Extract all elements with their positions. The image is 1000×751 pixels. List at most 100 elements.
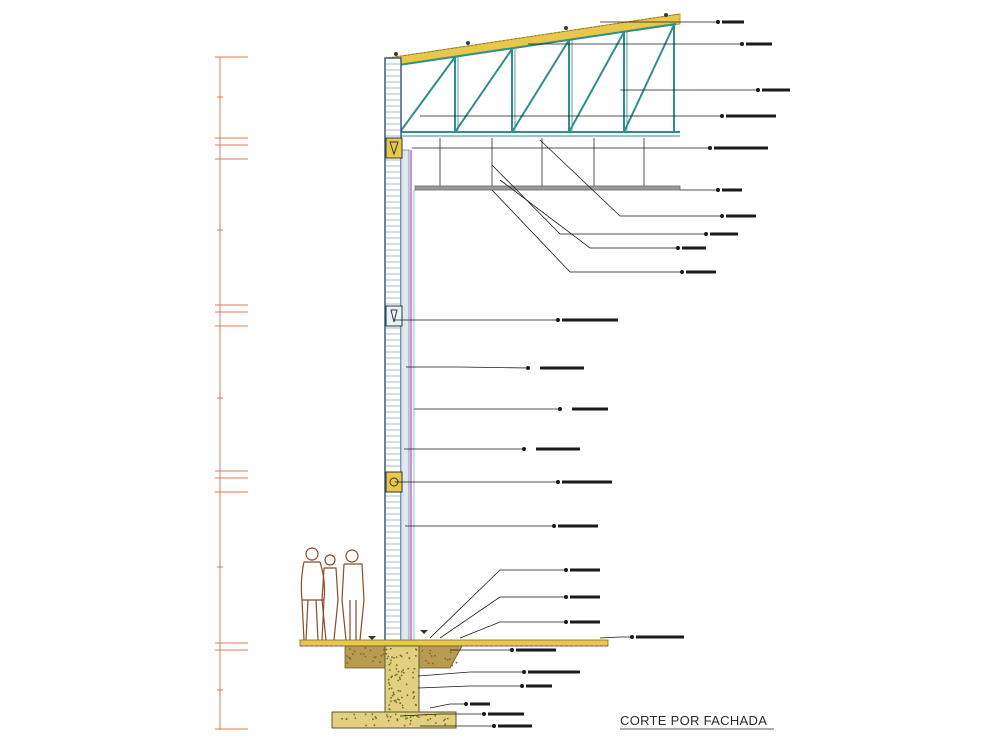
leader-end-dot [708, 146, 712, 150]
annotation-tag [488, 712, 524, 716]
footing-aggregate-dot [399, 690, 402, 692]
leader-end-dot [756, 88, 760, 92]
footing-aggregate-dot [373, 656, 376, 659]
footing-aggregate-dot [398, 699, 400, 701]
leader-end-dot [522, 447, 526, 451]
footing-aggregate-dot [387, 678, 390, 681]
footing-aggregate-dot [389, 715, 392, 718]
footing-aggregate-dot [415, 648, 417, 650]
footing-aggregate-dot [402, 671, 405, 674]
leader-end-dot [522, 670, 526, 674]
leader-end-dot [564, 595, 568, 599]
footing-aggregate-dot [409, 723, 412, 725]
footing-aggregate-dot [412, 691, 415, 693]
leader-end-dot [704, 232, 708, 236]
footing-aggregate-dot [353, 713, 356, 716]
footing-aggregate-dot [414, 703, 417, 706]
footing-aggregate-dot [397, 689, 400, 692]
annotation-leaders [395, 21, 758, 727]
leader-end-dot [510, 648, 514, 652]
footing-aggregate-dot [388, 669, 391, 671]
footing-aggregate-dot [379, 661, 382, 664]
footing-aggregate-dot [362, 653, 365, 655]
annotation-tag [562, 318, 618, 322]
footing-aggregate-dot [387, 655, 390, 658]
footing-aggregate-dot [374, 656, 377, 658]
footing-aggregate-dot [409, 719, 412, 722]
annotation-tag [682, 246, 706, 250]
footing-aggregate-dot [399, 702, 402, 705]
footing-aggregate-dot [412, 697, 415, 700]
footing-aggregate-dot [388, 682, 390, 684]
annotation-tag [572, 407, 608, 411]
footing-aggregate-dot [451, 664, 454, 667]
footing-aggregate-dot [408, 657, 411, 660]
footing-aggregate-dot [386, 657, 389, 660]
leader-end-dot [556, 480, 560, 484]
annotation-tag [710, 232, 738, 236]
footing-aggregate-dot [364, 713, 367, 716]
footing-aggregate-dot [351, 653, 354, 656]
footing-aggregate-dot [369, 649, 372, 652]
annotation-tag [726, 114, 776, 118]
footing-aggregate-dot [394, 713, 397, 716]
leader-end-dot [552, 524, 556, 528]
foundation [331, 645, 463, 729]
leader-end-dot [676, 246, 680, 250]
footing-aggregate-dot [395, 656, 398, 658]
annotation-tag [570, 595, 600, 599]
footing-aggregate-dot [346, 662, 349, 664]
footing-aggregate-dot [388, 684, 391, 686]
footing-aggregate-dot [388, 708, 391, 710]
footing-aggregate-dot [427, 719, 429, 721]
leader-line [417, 671, 524, 677]
leader-end-dot [482, 712, 486, 716]
footing-aggregate-dot [455, 661, 458, 664]
leader-end-dot [556, 318, 560, 322]
leader-end-dot [716, 20, 720, 24]
annotation-tag [536, 447, 580, 451]
leader-end-dot [564, 620, 568, 624]
footing-aggregate-dot [364, 647, 367, 649]
leader-line [406, 366, 529, 369]
footing-aggregate-dot [371, 713, 374, 716]
footing-aggregate-dot [421, 649, 424, 652]
footing-aggregate-dot [394, 674, 397, 677]
annotation-tag [722, 20, 744, 24]
footing-aggregate-dot [444, 723, 447, 726]
footing-aggregate-dot [446, 659, 449, 661]
footing-aggregate-dot [412, 671, 414, 674]
leader-line [439, 596, 566, 639]
footing-aggregate-dot [412, 676, 414, 679]
footing-aggregate-dot [353, 650, 356, 653]
leader-line [539, 139, 722, 217]
drawing-title-text: CORTE POR FACHADA [620, 713, 767, 728]
footing-aggregate-dot [389, 662, 392, 664]
annotation-tag [726, 214, 756, 218]
annotation-tag [562, 480, 612, 484]
footing-aggregate-dot [400, 674, 403, 677]
footing-aggregate-dot [398, 676, 401, 679]
leader-end-dot [740, 42, 744, 46]
annotation-tag [636, 635, 684, 639]
leader-end-dot [558, 407, 562, 411]
bond-beam-top [385, 137, 403, 159]
footing-aggregate-dot [416, 715, 419, 718]
footing-aggregate-dot [449, 658, 451, 660]
footing-aggregate-dot [388, 663, 391, 666]
footing-aggregate-dot [425, 659, 428, 662]
footing-aggregate-dot [401, 704, 404, 707]
footing-aggregate-dot [401, 696, 403, 699]
footing-aggregate-dot [400, 671, 403, 673]
footing-aggregate-dot [365, 724, 367, 727]
annotation-tag [722, 188, 742, 192]
footing-aggregate-dot [390, 659, 392, 662]
annotation-tags [470, 20, 790, 728]
footing-aggregate-dot [429, 718, 432, 720]
footing-aggregate-dot [392, 691, 395, 694]
annotation-tag [746, 42, 772, 46]
false-ceiling [414, 185, 681, 191]
footing-aggregate-dot [387, 719, 390, 722]
footing-aggregate-dot [345, 718, 348, 721]
footing-aggregate-dot [391, 656, 393, 659]
